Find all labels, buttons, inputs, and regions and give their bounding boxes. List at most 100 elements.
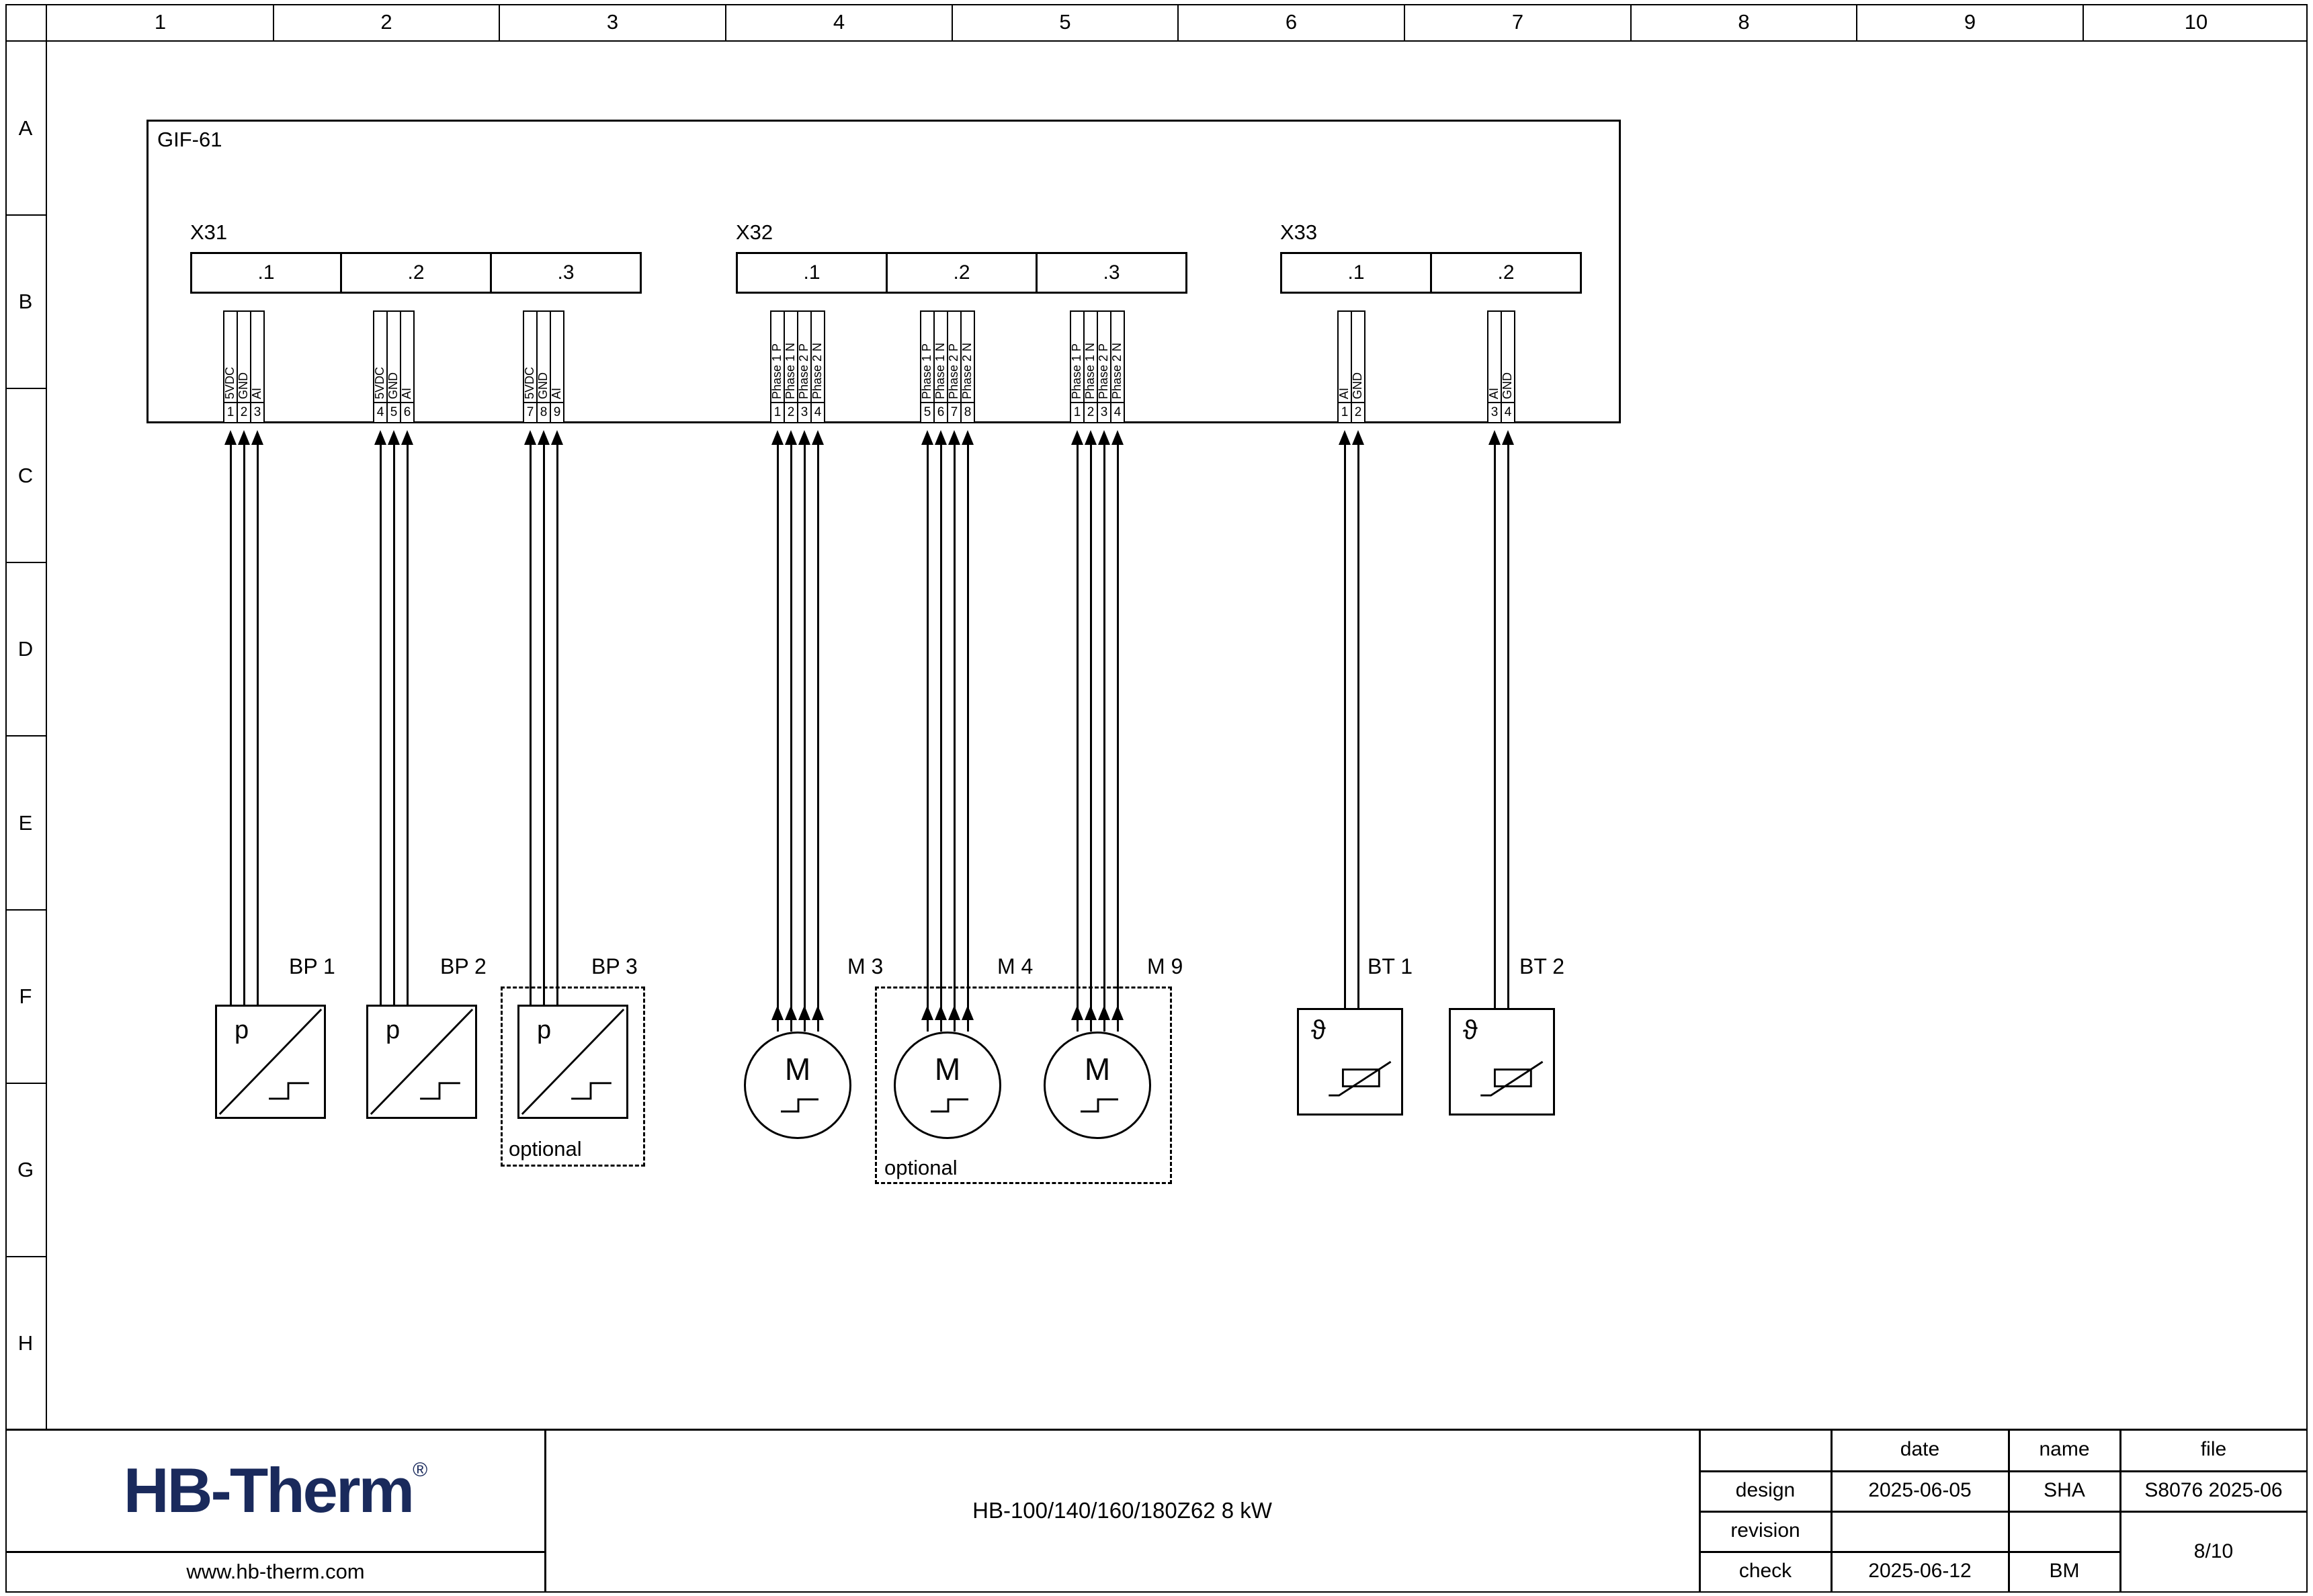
pin-signal-label: Phase 2 P bbox=[947, 343, 960, 399]
plug-arrow-icon bbox=[948, 1005, 960, 1020]
grid-line bbox=[5, 214, 46, 216]
pin-signal-label: GND bbox=[536, 372, 550, 399]
pressure-symbol-p: p bbox=[537, 1016, 552, 1044]
pin-signal-label: AI bbox=[1337, 387, 1351, 399]
grid-line bbox=[273, 5, 274, 40]
motor-symbol-m: M bbox=[1084, 1052, 1111, 1087]
pin-signal-label: AI bbox=[1487, 387, 1501, 399]
page-border bbox=[5, 4, 2308, 1593]
grid-line bbox=[5, 909, 46, 911]
device-label-bt1: BT 1 bbox=[1368, 954, 1413, 978]
connector-group-header: .2 bbox=[886, 252, 1038, 294]
wire-line bbox=[954, 434, 956, 1032]
connector-group-header: .1 bbox=[190, 252, 342, 294]
pin-number: 3 bbox=[1098, 402, 1110, 422]
device-label-bp1: BP 1 bbox=[289, 954, 335, 978]
grid-column-label: 10 bbox=[2184, 10, 2208, 34]
pin-signal-label: Phase 2 P bbox=[797, 343, 810, 399]
device-label-bp3: BP 3 bbox=[591, 954, 638, 978]
grid-column-label: 7 bbox=[1511, 10, 1524, 34]
wire-line bbox=[543, 434, 545, 1005]
pin: Phase 2 P 3 bbox=[1097, 310, 1111, 423]
grid-line bbox=[499, 5, 500, 40]
pin-number: 2 bbox=[238, 402, 250, 422]
wire-line bbox=[257, 434, 259, 1005]
wire-line bbox=[407, 434, 409, 1005]
connector-name-x31: X31 bbox=[190, 220, 228, 244]
grid-row-label: B bbox=[18, 290, 33, 313]
grid-column-label: 8 bbox=[1738, 10, 1750, 34]
motor-m3: M bbox=[744, 1032, 851, 1139]
pin-number: 1 bbox=[771, 402, 784, 422]
plug-arrow-icon bbox=[935, 1005, 947, 1020]
wire-line bbox=[940, 434, 942, 1032]
device-label-m4: M 4 bbox=[997, 954, 1034, 978]
gif-61-label: GIF-61 bbox=[157, 128, 222, 151]
pin-number: 7 bbox=[948, 402, 960, 422]
device-label-bp2: BP 2 bbox=[440, 954, 487, 978]
grid-line bbox=[952, 5, 953, 40]
wire-line bbox=[790, 434, 792, 1032]
wire-line bbox=[380, 434, 382, 1005]
table-header-file: file bbox=[2200, 1438, 2227, 1460]
grid-line bbox=[5, 388, 46, 389]
pin-number: 6 bbox=[935, 402, 947, 422]
temp-sensor-bt2: ϑ bbox=[1449, 1008, 1555, 1116]
website-text: www.hb-therm.com bbox=[186, 1560, 365, 1583]
pin-number: 4 bbox=[1502, 402, 1514, 422]
plug-arrow-icon bbox=[1071, 1005, 1083, 1020]
optional-group-motors bbox=[875, 986, 1172, 1184]
grid-row-label: G bbox=[17, 1158, 34, 1181]
pressure-sensor-symbol bbox=[521, 1008, 625, 1116]
optional-label: optional bbox=[884, 1156, 958, 1179]
connector-group-header: .2 bbox=[340, 252, 492, 294]
wire-line bbox=[230, 434, 232, 1005]
pin-number: 9 bbox=[551, 402, 563, 422]
pin-number: 6 bbox=[401, 402, 413, 422]
pin-signal-label: Phase 2 P bbox=[1097, 343, 1110, 399]
registered-mark-icon: ® bbox=[413, 1459, 428, 1481]
connector-name-x32: X32 bbox=[736, 220, 773, 244]
wire-line bbox=[1494, 434, 1496, 1008]
logo-text: HB-Therm bbox=[123, 1455, 415, 1525]
grid-column-label: 5 bbox=[1059, 10, 1071, 34]
plug-arrow-icon bbox=[921, 1005, 933, 1020]
pin: Phase 2 P 7 bbox=[947, 310, 962, 423]
motor-m4: M bbox=[894, 1032, 1001, 1139]
pressure-sensor-symbol bbox=[370, 1008, 474, 1116]
optional-group-bp3 bbox=[501, 986, 645, 1167]
pin-signal-label: Phase 1 N bbox=[933, 342, 947, 399]
optional-label: optional bbox=[509, 1137, 582, 1161]
grid-line bbox=[1630, 5, 1632, 40]
wire-line bbox=[1357, 434, 1359, 1008]
grid-line bbox=[5, 735, 46, 737]
pin-signal-label: AI bbox=[400, 387, 413, 399]
title-block-line bbox=[544, 1431, 546, 1593]
pin-signal-label: Phase 1 P bbox=[920, 343, 933, 399]
wire-line bbox=[556, 434, 558, 1005]
plug-arrow-icon bbox=[962, 1005, 974, 1020]
grid-line bbox=[1404, 5, 1405, 40]
plug-arrow-icon bbox=[1085, 1005, 1097, 1020]
pin-number: 5 bbox=[388, 402, 400, 422]
grid-column-label: 9 bbox=[1964, 10, 1976, 34]
pin-signal-label: 5VDC bbox=[223, 366, 237, 399]
pressure-sensor-symbol bbox=[218, 1008, 323, 1116]
wire-line bbox=[393, 434, 395, 1005]
grid-column-label: 1 bbox=[154, 10, 167, 34]
title-block-line bbox=[1699, 1470, 2308, 1472]
grid-line bbox=[46, 5, 47, 1430]
device-label-bt2: BT 2 bbox=[1519, 954, 1564, 978]
plug-arrow-icon bbox=[798, 1005, 810, 1020]
